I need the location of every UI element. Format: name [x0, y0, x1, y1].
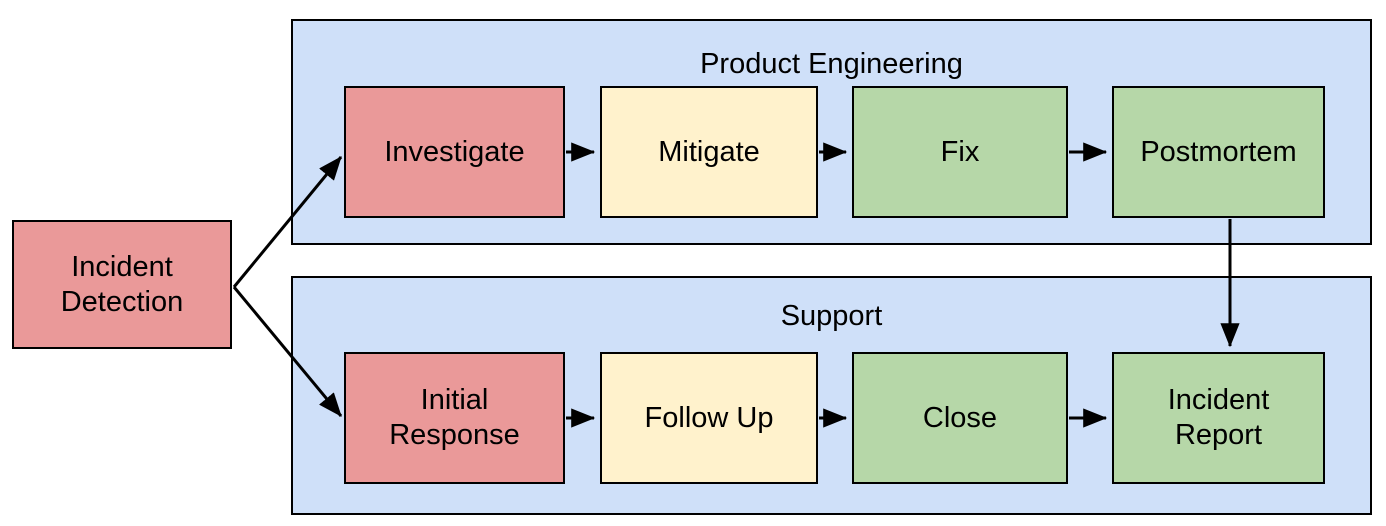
node-close[interactable]: Close — [852, 352, 1068, 484]
swimlane-title-product-engineering: Product Engineering — [700, 48, 963, 80]
node-initial-response[interactable]: Initial Response — [344, 352, 565, 484]
node-incident-report[interactable]: Incident Report — [1112, 352, 1325, 484]
swimlane-title-support: Support — [780, 300, 883, 332]
node-label-investigate: Investigate — [384, 135, 525, 168]
node-fix[interactable]: Fix — [852, 86, 1068, 218]
node-label-postmortem: Postmortem — [1140, 135, 1297, 168]
node-follow-up[interactable]: Follow Up — [600, 352, 818, 484]
node-label-incident-report: Incident Report — [1167, 384, 1270, 451]
node-postmortem[interactable]: Postmortem — [1112, 86, 1325, 218]
node-incident-detection[interactable]: Incident Detection — [12, 220, 232, 349]
node-investigate[interactable]: Investigate — [344, 86, 565, 218]
node-label-initial-response: Initial Response — [389, 384, 520, 451]
node-label-close: Close — [922, 401, 998, 434]
node-mitigate[interactable]: Mitigate — [600, 86, 818, 218]
node-label-follow-up: Follow Up — [644, 401, 774, 434]
node-label-mitigate: Mitigate — [658, 135, 760, 168]
node-label-fix: Fix — [940, 135, 980, 168]
node-label-incident-detection: Incident Detection — [60, 250, 184, 318]
